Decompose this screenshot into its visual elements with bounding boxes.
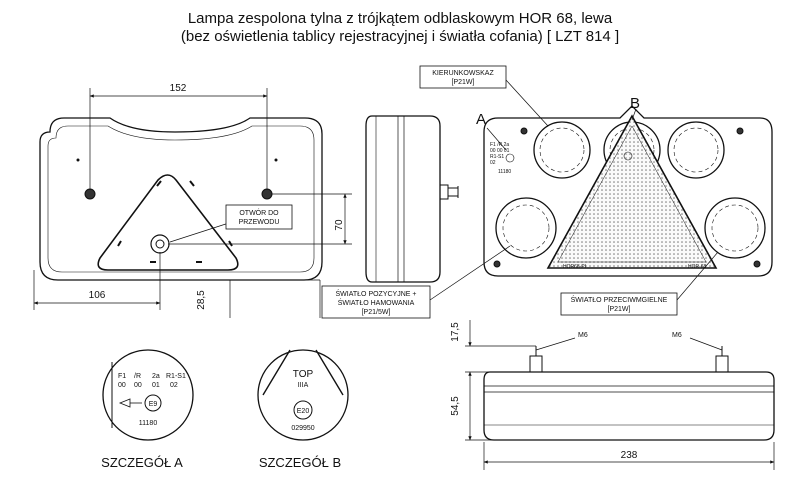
dim-17-5-label: 17,5 <box>450 322 461 342</box>
cable-grommet-inner <box>155 239 165 249</box>
detail-a-row1-b: /R <box>134 373 141 380</box>
triangle-mark-right: HOR-68 <box>688 264 707 270</box>
front-screws <box>493 127 761 268</box>
cable-hole-label-1: OTWÓR DO <box>239 208 279 217</box>
indicator-chamber <box>533 121 591 179</box>
rear-triangle-recess <box>97 174 239 271</box>
bolt-left-label: M6 <box>578 332 588 339</box>
cable-hole-leader <box>169 221 233 243</box>
front-view-outline <box>483 105 773 277</box>
side-view <box>365 115 459 283</box>
detail-a-caption: SZCZEGÓŁ A <box>101 455 183 470</box>
svg-text:F1 /R 2a: F1 /R 2a <box>490 142 509 148</box>
front-view <box>483 105 773 277</box>
mounting-stud-left <box>84 188 96 200</box>
dim-106-label: 106 <box>89 290 106 301</box>
small-pin-2 <box>274 158 278 162</box>
bottom-dimensions <box>465 320 775 470</box>
detail-a-row1-d: R1-S1 <box>166 373 186 380</box>
fog-callout-box <box>560 292 678 316</box>
marker-b: B <box>630 95 640 112</box>
detail-a-row2-b: 00 <box>134 382 142 389</box>
svg-text:11180: 11180 <box>498 169 511 175</box>
detail-b-number: 029950 <box>291 425 314 432</box>
top-right-chamber <box>667 121 725 179</box>
detail-a-e-mark: E9 <box>149 401 158 408</box>
indicator-callout-box <box>419 65 507 89</box>
marker-a: A <box>476 111 486 128</box>
detail-b-top: TOP <box>293 369 314 380</box>
bolt-right-label: M6 <box>672 332 682 339</box>
detail-b-class: IIIA <box>298 382 309 389</box>
dim-54-5-label: 54,5 <box>450 396 461 416</box>
detail-a-number: 11180 <box>139 420 158 427</box>
fog-label-1: ŚWIATŁO PRZECIWMGIELNE <box>571 295 668 304</box>
position-brake-chamber <box>495 197 557 259</box>
cable-hole-callout-box <box>225 204 293 230</box>
detail-b-e-mark: E20 <box>297 408 310 415</box>
triangle-mark-left: HOR68-PL <box>563 264 588 270</box>
dim-70-label: 70 <box>334 219 345 231</box>
dim-152-label: 152 <box>170 83 187 94</box>
detail-a: F1 /R 2a R1-S1 00 00 01 02 E9 11180 <box>102 349 194 441</box>
position-brake-label-3: [P21/5W] <box>362 309 391 316</box>
detail-a-row2-a: 00 <box>118 382 126 389</box>
rear-view <box>39 117 323 281</box>
title-line-2: (bez oświetlenia tablicy rejestracyjnej … <box>180 28 620 45</box>
fog-chamber <box>704 197 766 259</box>
fog-label-2: [P21W] <box>608 306 631 313</box>
bottom-view <box>483 346 775 441</box>
svg-text:R1-S1: R1-S1 <box>490 154 504 160</box>
dim-28-5-label: 28,5 <box>196 290 207 310</box>
svg-text:02: 02 <box>490 160 496 166</box>
reflective-triangle <box>546 114 718 269</box>
detail-b-caption: SZCZEGÓŁ B <box>259 455 341 470</box>
detail-a-row1-c: 2a <box>152 373 160 380</box>
cable-hole-label-2: PRZEWODU <box>239 219 280 226</box>
rear-dimensions <box>33 88 352 318</box>
detail-a-row2-c: 01 <box>152 382 160 389</box>
rear-view-outline <box>39 117 323 281</box>
indicator-label-1: KIERUNKOWSKAZ <box>432 70 494 77</box>
svg-text:00 00 01: 00 00 01 <box>490 148 510 154</box>
rear-view-inner-outline <box>47 125 315 273</box>
position-brake-label-1: ŚWIATŁO POZYCYJNE + <box>336 289 417 298</box>
detail-a-row1-a: F1 <box>118 373 126 380</box>
detail-a-row2-d: 02 <box>170 382 178 389</box>
title-line-1: Lampa zespolona tylna z trójkątem odblas… <box>187 10 613 27</box>
indicator-label-2: [P21W] <box>452 79 475 86</box>
dim-238-label: 238 <box>621 450 638 461</box>
mounting-stud-right <box>261 188 273 200</box>
position-brake-callout-box <box>321 285 431 319</box>
detail-b: TOP IIIA E20 029950 <box>257 349 349 441</box>
position-brake-label-2: ŚWIATŁO HAMOWANIA <box>338 298 415 307</box>
small-pin-1 <box>76 158 80 162</box>
front-markings: F1 /R 2a 00 00 01 R1-S1 02 11180 <box>490 142 515 175</box>
